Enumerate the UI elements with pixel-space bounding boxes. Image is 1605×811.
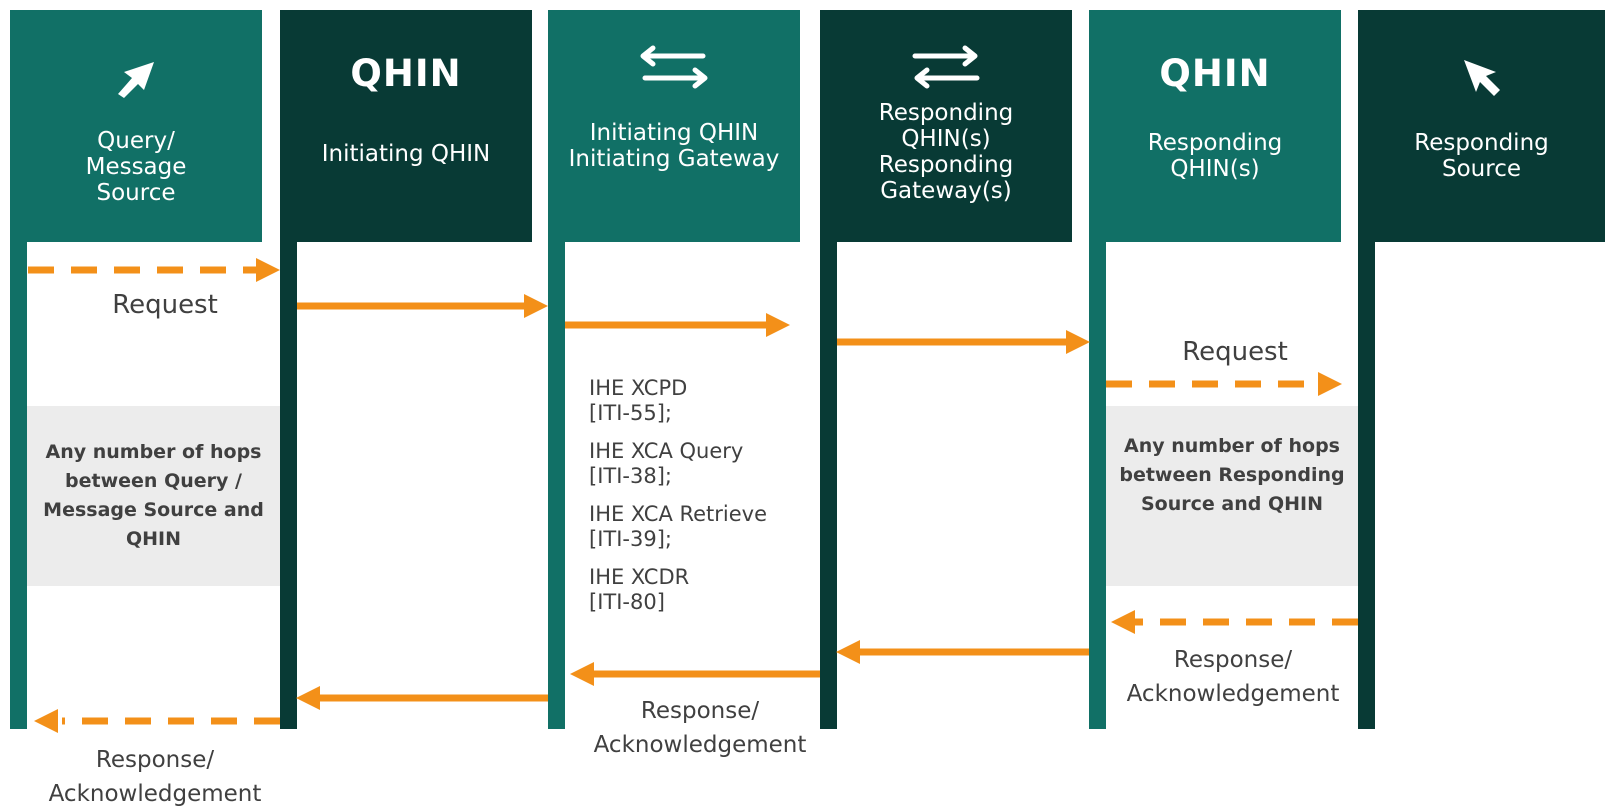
- arrow-head: [1066, 330, 1090, 354]
- arrow-head: [766, 313, 790, 337]
- qhin-logo: QHIN: [350, 52, 462, 95]
- lane-label-line: Source: [1442, 156, 1521, 182]
- cursor-arrow-icon: [1463, 60, 1500, 96]
- lane-bar: [820, 242, 837, 729]
- lane-label-line: Source: [96, 180, 176, 206]
- lane-bar: [1358, 242, 1375, 729]
- lane-label-line: Initiating QHIN: [321, 141, 491, 167]
- hops-line: QHIN: [125, 528, 182, 550]
- response-line: Response/: [640, 698, 760, 724]
- lane-label-line: Initiating QHIN: [589, 120, 759, 146]
- arrow-up-right-icon: [118, 62, 154, 98]
- lane-label-line: Message: [85, 154, 187, 180]
- protocol-item: IHE XCPD [ITI-55];: [589, 376, 687, 426]
- lane-header-initiating-gateway: Initiating QHIN Initiating Gateway: [548, 10, 800, 242]
- hops-line: Message Source and: [43, 499, 264, 521]
- protocol-name: IHE XCPD: [589, 376, 688, 400]
- lane-label-line: QHIN(s): [901, 126, 991, 152]
- protocol-code: [ITI-80]: [589, 590, 665, 614]
- lane-bar: [1089, 242, 1106, 729]
- lane-bar: [548, 242, 565, 729]
- protocol-item: IHE XCDR [ITI-80]: [589, 565, 689, 615]
- protocol-item: IHE XCA Retrieve [ITI-39];: [589, 502, 767, 552]
- lane-label-line: Gateway(s): [880, 178, 1012, 204]
- arrow-head: [1111, 610, 1135, 634]
- response-line: Acknowledgement: [593, 732, 807, 758]
- request-label: Request: [112, 290, 218, 320]
- hops-line: Any number of hops: [45, 441, 262, 463]
- arrow-head: [256, 258, 280, 282]
- response-label: Response/ Acknowledgement: [575, 694, 825, 762]
- lane-bar: [280, 242, 297, 729]
- hops-box-right: Any number of hops between Responding So…: [1106, 406, 1358, 586]
- lane-label-line: Responding: [878, 152, 1014, 178]
- arrow-head: [524, 294, 548, 318]
- hops-line: between Query /: [65, 470, 242, 492]
- arrow-head: [1318, 372, 1342, 396]
- protocol-name: IHE XCA Query: [589, 439, 744, 463]
- protocol-name: IHE XCA Retrieve: [589, 502, 768, 526]
- arrow-head: [296, 686, 320, 710]
- protocol-name: IHE XCDR: [589, 565, 690, 589]
- lane-header-responding-gateway: Responding QHIN(s) Responding Gateway(s): [820, 10, 1072, 242]
- response-line: Response/: [1173, 647, 1293, 673]
- response-line: Response/: [95, 747, 215, 773]
- lane-label-line: Responding: [878, 100, 1014, 126]
- arrow-head: [570, 662, 594, 686]
- response-label: Response/ Acknowledgement: [30, 743, 280, 811]
- arrow-head: [34, 709, 58, 733]
- lane-header-query-source: Query/ Message Source: [10, 10, 262, 242]
- response-label: Response/ Acknowledgement: [1108, 643, 1358, 711]
- lane-label-line: Responding: [1147, 130, 1283, 156]
- exchange-arrows-icon: [640, 45, 708, 89]
- lane-label-line: Query/: [97, 128, 175, 154]
- lane-label-line: QHIN(s): [1170, 156, 1260, 182]
- lane-header-responding-qhin: QHIN Responding QHIN(s): [1089, 10, 1341, 242]
- hops-line: Any number of hops: [1124, 435, 1340, 457]
- lane-header-initiating-qhin: QHIN Initiating QHIN: [280, 10, 532, 242]
- lane-label-line: Initiating Gateway: [568, 146, 780, 172]
- protocol-item: IHE XCA Query [ITI-38];: [589, 439, 743, 489]
- lane-bar: [10, 242, 27, 729]
- protocol-code: [ITI-39];: [589, 527, 672, 551]
- arrow-head: [836, 640, 860, 664]
- request-label: Request: [1182, 337, 1288, 367]
- response-line: Acknowledgement: [48, 781, 262, 807]
- qhin-logo: QHIN: [1159, 52, 1271, 95]
- hops-box-left: Any number of hops between Query / Messa…: [27, 406, 280, 586]
- hops-line: between Responding: [1119, 464, 1345, 486]
- response-line: Acknowledgement: [1126, 681, 1340, 707]
- lane-label-line: Responding: [1414, 130, 1549, 156]
- protocol-code: [ITI-55];: [589, 401, 672, 425]
- protocol-code: [ITI-38];: [589, 464, 672, 488]
- exchange-arrows-icon: [912, 45, 980, 89]
- lane-header-responding-source: Responding Source: [1358, 10, 1605, 242]
- hops-line: Source and QHIN: [1141, 493, 1323, 515]
